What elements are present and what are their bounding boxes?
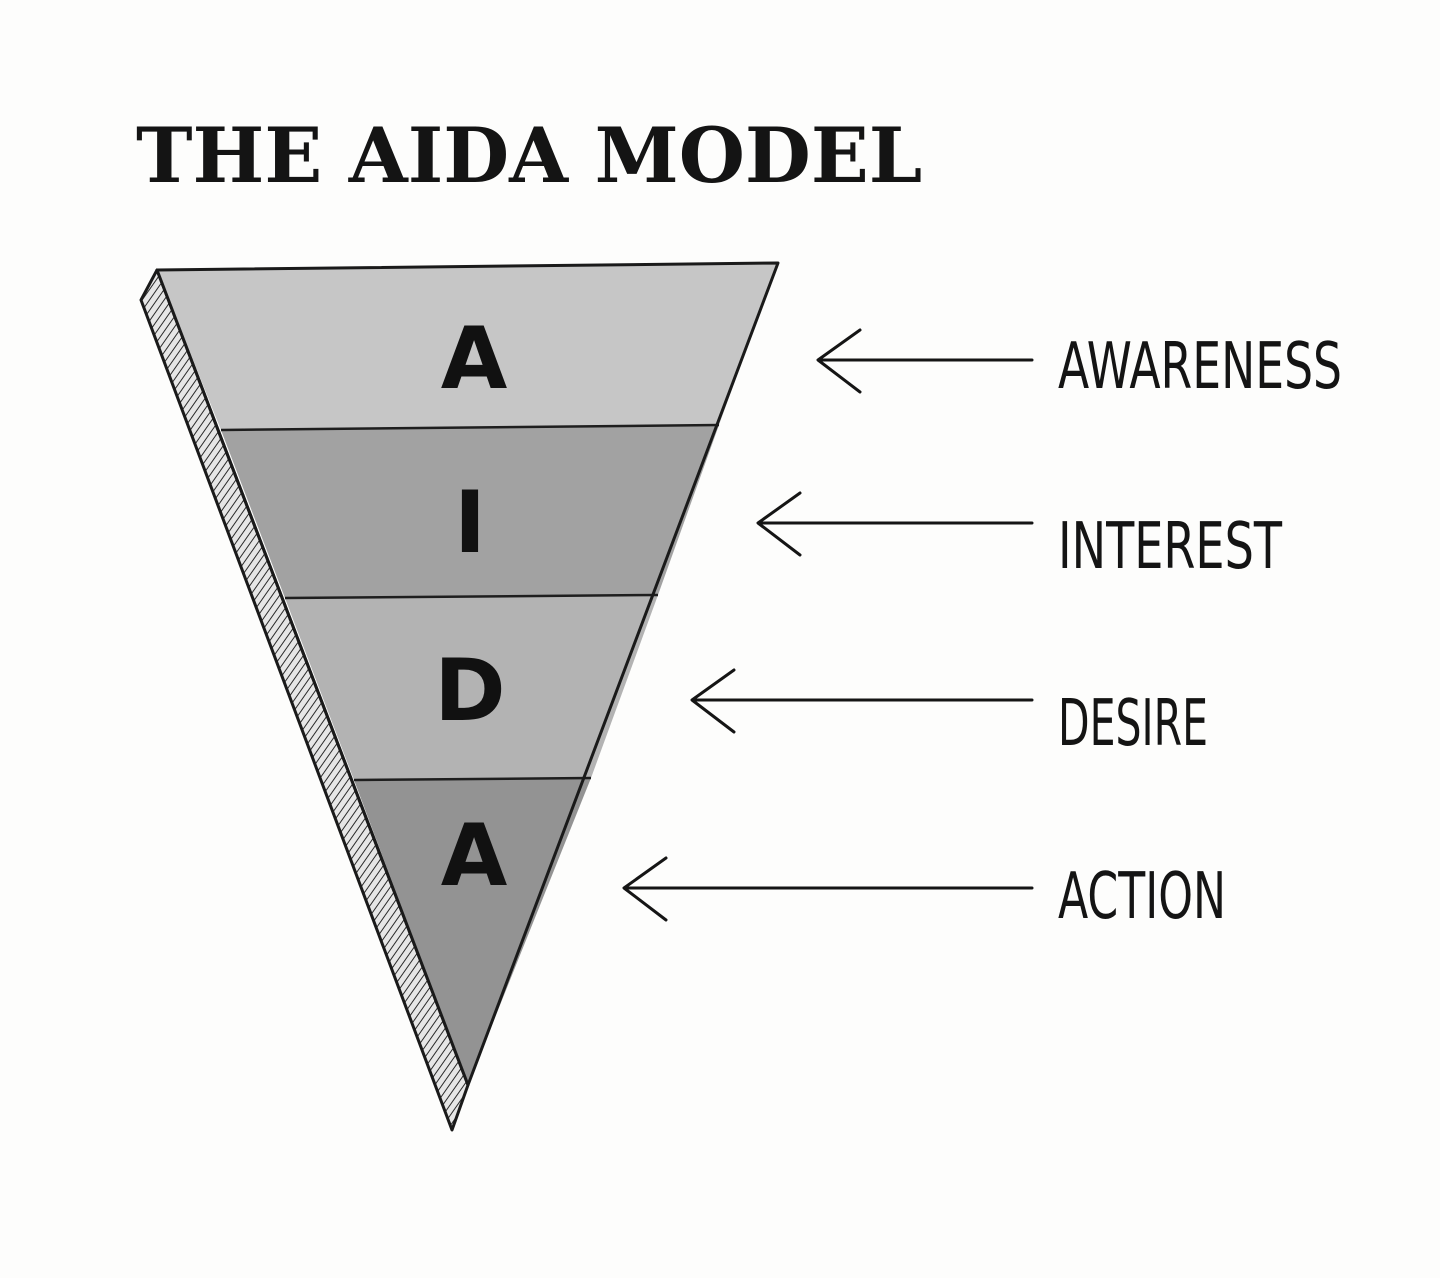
funnel-outline bbox=[155, 261, 780, 1087]
arrow-awareness bbox=[816, 328, 1034, 394]
stage-label-action: ACTION bbox=[1058, 860, 1226, 934]
stage-letter-action: A bbox=[441, 806, 508, 906]
stage-letter-desire: D bbox=[434, 641, 505, 741]
funnel-band-interest bbox=[221, 425, 719, 598]
band-divider bbox=[284, 593, 659, 600]
arrow-desire bbox=[690, 668, 1034, 734]
stage-label-awareness: AWARENESS bbox=[1058, 330, 1342, 404]
band-divider bbox=[220, 423, 720, 432]
stage-letter-awareness: A bbox=[441, 309, 508, 409]
arrow-action bbox=[622, 856, 1034, 922]
funnel-band-desire bbox=[285, 595, 658, 780]
band-divider bbox=[353, 776, 592, 782]
page-title: THE AIDA MODEL bbox=[136, 111, 922, 200]
stage-letter-interest: I bbox=[454, 473, 486, 573]
stage-label-desire: DESIRE bbox=[1058, 687, 1208, 761]
funnel-band-awareness bbox=[157, 263, 778, 430]
arrow-interest bbox=[756, 491, 1034, 557]
funnel-band-action bbox=[354, 778, 591, 1085]
stage-label-interest: INTEREST bbox=[1058, 510, 1283, 584]
